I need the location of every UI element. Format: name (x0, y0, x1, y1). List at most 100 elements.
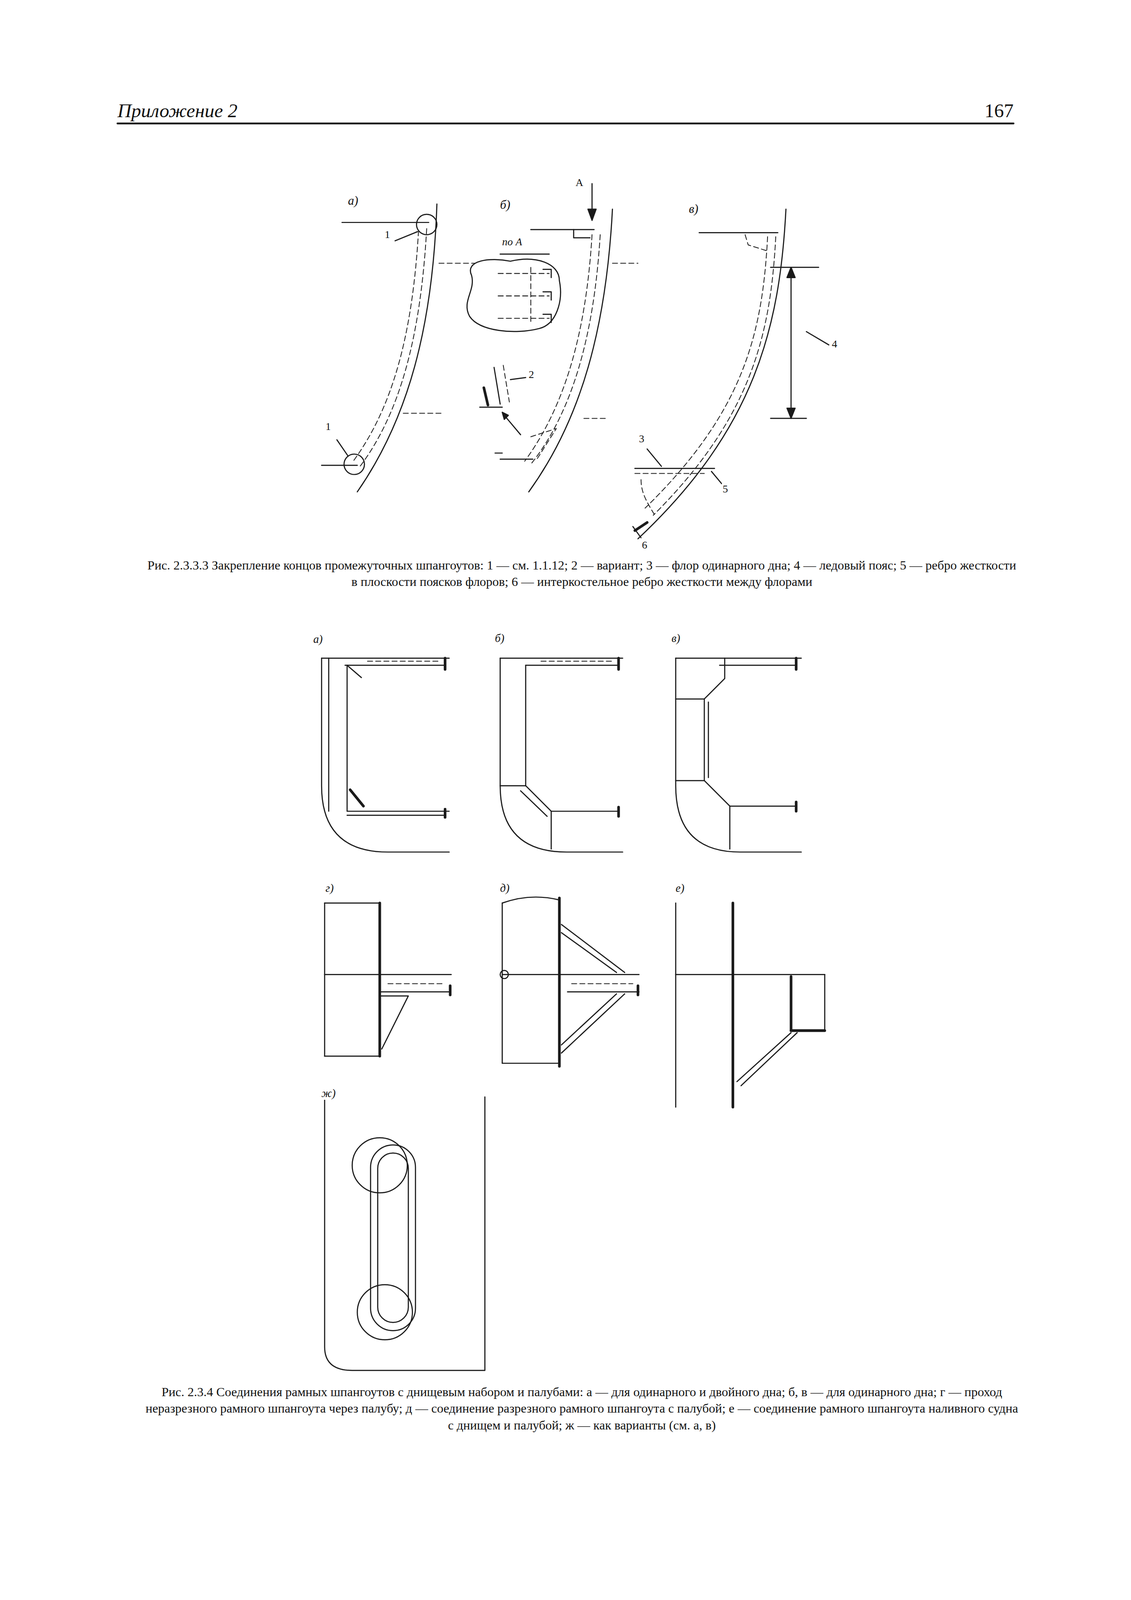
line-art (500, 458, 534, 460)
line-art (324, 1055, 380, 1057)
line-art (439, 262, 475, 264)
line-art (791, 1029, 825, 1033)
line-art (502, 412, 509, 420)
line-art (530, 234, 601, 465)
line-art (342, 222, 429, 224)
line-art (558, 897, 561, 1067)
line-art (543, 269, 552, 278)
line-art (495, 452, 503, 454)
line-art (641, 479, 656, 517)
line-art (787, 267, 796, 278)
line-art (790, 267, 792, 419)
line-art (824, 974, 825, 1031)
line-art (675, 658, 725, 700)
line-art (346, 665, 348, 812)
web-frame-joint-d (500, 897, 639, 1067)
line-art (634, 467, 715, 469)
line-art (634, 472, 705, 474)
line-art (587, 209, 597, 221)
line-art (741, 1032, 798, 1086)
line-art (359, 228, 427, 468)
line-art (634, 522, 648, 531)
line-art (530, 267, 532, 323)
line-art (443, 809, 447, 818)
line-art (347, 810, 450, 812)
line-art (503, 365, 509, 403)
line-art (345, 664, 446, 666)
line-art (794, 802, 798, 812)
line-art (719, 664, 797, 666)
line-art (647, 449, 662, 467)
line-art (632, 526, 642, 539)
line-art (500, 657, 623, 659)
line-art (483, 387, 488, 405)
line-art (675, 657, 802, 659)
figure-label: ж) (320, 1087, 337, 1100)
line-art (498, 317, 550, 319)
line-art (703, 699, 705, 781)
figure-label: д) (499, 881, 511, 895)
line-art (466, 259, 561, 332)
figure-caption: Рис. 2.3.4 Соединения рамных шпангоутов … (142, 1384, 1021, 1434)
line-art (617, 807, 620, 817)
line-art (324, 974, 452, 976)
line-art (583, 418, 608, 420)
figure-label: б) (499, 197, 512, 213)
line-art (528, 209, 613, 493)
line-art (729, 806, 731, 850)
web-frame-joint-g (324, 903, 452, 1057)
line-art (502, 974, 639, 976)
line-art (370, 1145, 416, 1331)
line-art (324, 902, 380, 904)
line-art (787, 408, 796, 419)
line-art (479, 406, 503, 408)
figure-label: 3 (638, 432, 646, 446)
line-art (711, 471, 722, 484)
frame-end-variant-v (632, 209, 830, 540)
line-art (645, 236, 768, 509)
line-art (770, 417, 807, 419)
line-art (502, 897, 560, 903)
line-art (707, 702, 709, 779)
line-art (571, 983, 633, 985)
line-art (388, 983, 445, 985)
line-art (745, 234, 768, 252)
line-art (117, 122, 1014, 125)
figure-label: А (574, 176, 585, 189)
line-art (789, 976, 793, 1032)
line-art (500, 970, 509, 979)
line-art (357, 1284, 413, 1340)
line-art (561, 994, 625, 1054)
line-art (550, 811, 552, 850)
line-art (504, 415, 521, 436)
line-art (353, 230, 419, 462)
line-art (337, 440, 349, 457)
figure-label: 6 (641, 539, 649, 552)
line-art (367, 660, 440, 662)
line-art (617, 658, 620, 670)
line-art (347, 665, 362, 678)
line-art (638, 209, 786, 540)
figure-label: по А (501, 235, 524, 249)
line-art (378, 903, 382, 1057)
line-art (324, 903, 326, 1057)
page-header: Приложение 2 (117, 99, 238, 123)
line-art (591, 183, 593, 212)
frame-end-variant-b (466, 183, 639, 493)
web-frame-joint-e (675, 903, 825, 1108)
figure-label: 2 (527, 368, 535, 381)
line-art (540, 660, 613, 662)
figure-label: г) (324, 881, 335, 895)
line-art (675, 658, 802, 852)
line-art (551, 810, 619, 812)
line-art (379, 991, 450, 993)
line-art (321, 464, 358, 466)
web-frame-joint-v (675, 658, 802, 852)
line-art (324, 1097, 485, 1371)
line-art (699, 232, 778, 234)
figure-label: в) (688, 202, 700, 217)
figure-label: а) (312, 632, 324, 646)
line-art (543, 314, 552, 323)
line-art (501, 903, 503, 1064)
page-number: 167 (984, 99, 1014, 123)
